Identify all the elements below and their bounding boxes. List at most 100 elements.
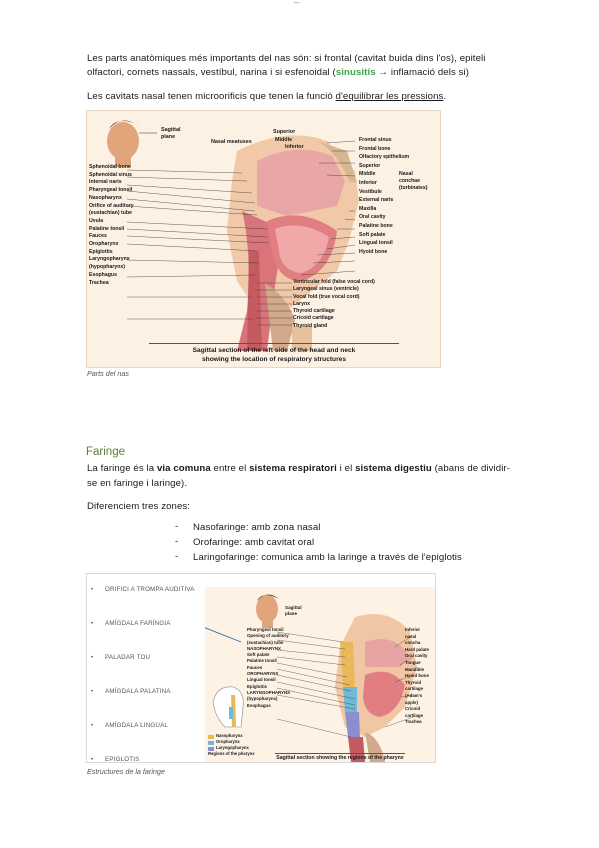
dash-3: -: [175, 551, 179, 562]
figure2.right_labels-11: Trachea: [405, 719, 422, 725]
faringe-text-a: La faringe és la: [87, 463, 157, 474]
figure2.left_labels-2: (eustachian) tube: [247, 639, 284, 645]
figure2.left_labels-1: Opening of auditory: [247, 633, 289, 639]
figure1.right_labels-12: Lingual tonsil: [359, 240, 393, 247]
conchae-line-1: Nasal: [399, 171, 413, 177]
figure2.right_labels-9: (Adam's apple): [405, 692, 423, 705]
bullet-icon: •: [91, 756, 94, 763]
faringe-text-b: entre el: [210, 463, 250, 474]
figure1.bottom_labels-0: Ventricular fold (false vocal cord): [293, 279, 375, 285]
nasal-conchae-label: Nasal conchae (turbinates): [399, 171, 428, 192]
paragraph-1-end: inflamació dels si): [390, 67, 470, 78]
pharynx-list-item: •ORIFICI A TROMPA AUDITIVA: [91, 586, 195, 593]
pharynx-list-item: • EPIGLOTIS: [91, 756, 139, 763]
figure1.right_labels-5: Inferior: [359, 179, 377, 186]
digestiu: sistema digestiu: [355, 463, 432, 474]
pharynx-list-label: PALADAR TOU: [105, 654, 151, 661]
figure2.left_labels-3: NASOPHARYNX: [247, 645, 281, 651]
figure1-title: Sagittal section of the left side of the…: [149, 343, 399, 364]
plane-label-1: Sagittal: [161, 127, 181, 133]
figure1.left_labels-5: Orifice of auditory: [89, 202, 134, 209]
pharynx-legend: Nasopharynx Oropharynx Laryngopharynx Re…: [208, 733, 255, 757]
figure1.right_labels-11: Soft palate: [359, 231, 386, 238]
dash-1: -: [175, 521, 179, 532]
figure1.bottom_labels-2: Vocal fold (true vocal cord): [293, 293, 360, 300]
zone-1: Nasofaringe: amb zona nasal: [193, 522, 321, 533]
figure2-caption: Estructures de la faringe: [87, 767, 165, 776]
pharynx-list-label: AMÍGDALA PALATINA: [105, 688, 171, 695]
figure1.left_labels-8: Palatine tonsil: [89, 225, 125, 232]
pharynx-list-label: ORIFICI A TROMPA AUDITIVA: [105, 586, 195, 593]
faringe-text-d: (abans de dividir-: [431, 463, 511, 474]
figure1.right_labels-2: Olfactory epithelium: [359, 154, 410, 161]
zone-3: Laringofaringe: comunica amb la laringe …: [193, 552, 462, 563]
figure2.right_labels-6: Mandible: [405, 666, 425, 672]
figure1.left_labels-3: Pharyngeal tonsil: [89, 187, 133, 194]
figure1.bottom_labels-1: Laryngeal sinus (ventricle): [293, 286, 359, 293]
figure1.left_labels-11: Epiglottis: [89, 248, 113, 255]
figure1.left_labels-4: Nasopharynx: [89, 194, 122, 201]
figure2.right_labels-4: Oral cavity: [405, 653, 428, 659]
figure1.right_labels-7: External naris: [359, 197, 394, 204]
paragraph-1-line-1: Les parts anatòmiques més importants del…: [87, 53, 486, 64]
figure2.left_labels-0: Pharyngeal tonsil: [247, 627, 284, 632]
figure2.left_labels-6: Fauces: [247, 664, 263, 670]
figure2.right_labels-1: nasal: [405, 633, 417, 639]
fig2-plane-1: Sagittal: [285, 605, 302, 610]
figure1.left_labels-0: Sphenoidal bone: [89, 164, 131, 170]
figure1.right_labels-10: Palatine bone: [359, 222, 393, 229]
paragraph-1-text: olfactori, cornets nassals, vestíbul, na…: [87, 67, 336, 78]
top-mark: _: [294, 0, 299, 7]
figure2.right_labels-2: concha: [405, 640, 421, 646]
figure1.right_labels-6: Vestibule: [359, 188, 382, 195]
figure1.right_labels-8: Maxilla: [359, 205, 377, 212]
figure2-title: Sagittal section showing the regions of …: [275, 753, 405, 761]
paragraph-1-line-2: olfactori, cornets nassals, vestíbul, na…: [87, 66, 469, 81]
bullet-icon: •: [91, 722, 94, 729]
figure1-bottom-labels: Ventricular fold (false vocal cord)Laryn…: [293, 279, 375, 330]
figure2.left_labels-12: Esophagus: [247, 702, 271, 708]
figure2.left_labels-4: Soft palate: [247, 652, 270, 658]
figure1.left_labels-2: Internal naris: [89, 179, 122, 186]
pharynx-list-item: •AMÍGDALA LINGUAL: [91, 722, 168, 729]
fig2-plane-2: plane: [285, 611, 297, 616]
meatuses-levels: Superior Middle Inferior: [273, 129, 304, 152]
figure1.bottom_labels-6: Thyroid gland: [293, 322, 328, 329]
figure2.right_labels-5: Tongue: [405, 659, 421, 665]
figure1.bottom_labels-5: Cricoid cartilage: [293, 315, 334, 322]
legend-oropharynx: Oropharynx: [216, 739, 240, 744]
figure1.right_labels-4: Middle: [359, 171, 376, 178]
paragraph-2: Les cavitats nasal tenen microorificis q…: [87, 90, 446, 105]
pharynx-illustration: [101, 586, 417, 762]
figure1.left_labels-1: Sphenoidal sinus: [89, 171, 132, 178]
bullet-icon: •: [91, 620, 94, 627]
meatus-middle: Middle: [275, 136, 293, 143]
zones-intro: Diferenciem tres zones:: [87, 501, 191, 512]
pharynx-list-label: EPIGLOTIS: [105, 756, 140, 763]
zone-2: Orofaringe: amb cavitat oral: [193, 537, 315, 548]
paragraph-2-period: .: [443, 91, 447, 102]
figure2.left_labels-8: Lingual tonsil: [247, 677, 276, 683]
meatus-inferior: Inferior: [285, 144, 304, 150]
figure2.left_labels-11: (hypopharynx): [247, 696, 278, 702]
figure1.left_labels-12: Laryngopharynx: [89, 256, 130, 263]
sagittal-plane-label: Sagittal plane: [161, 127, 180, 141]
faringe-text-c: i el: [336, 463, 356, 474]
figure2.right_labels-0: Inferior: [405, 627, 421, 632]
pharynx-list-label: AMÍGDALA FARÍNGIA: [105, 620, 171, 627]
conchae-line-3: (turbinates): [399, 185, 428, 191]
pharynx-list-item: •AMÍGDALA PALATINA: [91, 688, 171, 695]
figure1.left_labels-14: Esophagus: [89, 271, 117, 278]
head-icon: [107, 122, 139, 160]
figure1-title-line2: showing the location of respiratory stru…: [202, 355, 346, 363]
bullet-icon: •: [91, 654, 94, 661]
figure1-title-line1: Sagittal section of the left side of the…: [192, 347, 356, 354]
via-comuna: via comuna: [156, 463, 211, 474]
legend-laryngopharynx: Laryngopharynx: [216, 745, 249, 750]
legend-nasopharynx: Nasopharynx: [216, 733, 243, 738]
figure1-caption: Parts del nas: [87, 369, 129, 378]
figure2.right_labels-7: Hyoid bone: [405, 673, 429, 679]
